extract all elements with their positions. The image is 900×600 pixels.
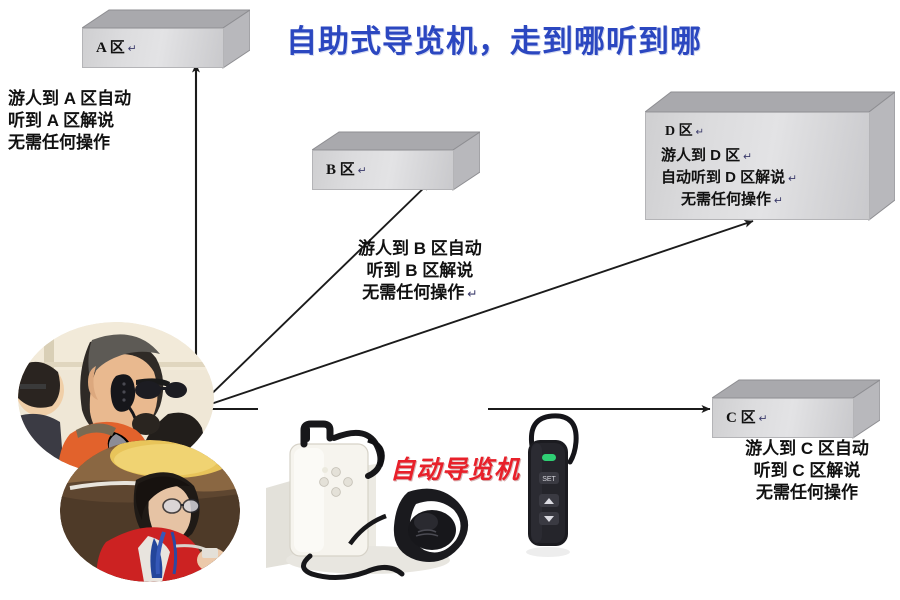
zone-d-line-2-text: 自动听到 D 区解说: [661, 169, 786, 186]
triangle-down-icon: [544, 516, 554, 522]
zone-a-label-text: A 区: [96, 40, 125, 56]
page-title: 自助式导览机，走到哪听到哪: [286, 24, 702, 59]
crlf-icon: ↵: [743, 150, 753, 163]
set-button: [539, 472, 559, 484]
zone-box-c-face: [712, 398, 854, 438]
text-b-line-3-text: 无需任何操作: [362, 283, 465, 303]
text-a-line-3: 无需任何操作: [8, 133, 110, 153]
zone-d-line-2: 自动听到 D 区解说↵: [661, 166, 797, 187]
zone-box-d-shape: [645, 91, 895, 222]
zone-d-line-3: 无需任何操作↵: [681, 188, 783, 209]
status-led-indicator: [542, 454, 556, 461]
text-b-line-1: 游人到 B 区自动: [358, 238, 482, 260]
crlf-icon: ↵: [357, 164, 367, 177]
remote-receiver-device-graphic: SET: [518, 412, 590, 562]
zone-box-b-label: B 区↵: [326, 158, 367, 179]
zone-box-d-label: D 区↵: [665, 120, 704, 140]
zone-d-line-1: 游人到 D 区↵: [661, 144, 752, 165]
audio-guide-device-photo: [258, 408, 488, 583]
zone-box-c-label: C 区↵: [726, 406, 768, 427]
audio-guide-device-graphic: [258, 408, 488, 583]
text-c-line-3: 无需任何操作: [756, 483, 858, 503]
text-b-line-2-text: 听到 B 区解说: [366, 261, 474, 281]
remote-receiver-device-photo: SET: [518, 412, 590, 562]
crlf-icon: ↵: [467, 287, 478, 302]
zone-box-d-face: [645, 112, 870, 220]
zone-box-c[interactable]: C 区↵: [712, 378, 880, 440]
zone-b-label-text: B 区: [326, 162, 355, 178]
triangle-up-icon: [544, 498, 554, 504]
zone-box-b-face: [312, 150, 454, 190]
text-a-line-1: 游人到 A 区自动: [8, 89, 132, 108]
text-c-line-2: 听到 C 区解说: [753, 461, 861, 481]
text-block-zone-c: 游人到 C 区自动 听到 C 区解说 无需任何操作: [722, 438, 892, 504]
crlf-icon: ↵: [758, 412, 768, 425]
text-block-zone-a: 游人到 A 区自动 听到 A 区解说 无需任何操作: [8, 88, 131, 154]
text-b-line-3: 无需任何操作↵: [358, 282, 482, 305]
zone-box-d[interactable]: D 区↵ 游人到 D 区↵ 自动听到 D 区解说↵ 无需任何操作↵: [645, 90, 895, 230]
zone-c-label-text: C 区: [726, 410, 756, 426]
crlf-icon: ↵: [695, 127, 705, 138]
zone-box-b[interactable]: B 区↵: [312, 130, 480, 192]
device-caption: 自动导览机: [390, 456, 521, 484]
zone-box-a-label: A 区↵: [96, 36, 137, 57]
zone-d-line-1-text: 游人到 D 区: [661, 147, 741, 164]
crlf-icon: ↵: [127, 42, 137, 55]
text-block-zone-b: 游人到 B 区自动 听到 B 区解说 无需任何操作↵: [358, 238, 482, 305]
crlf-icon: ↵: [788, 172, 798, 185]
zone-box-a[interactable]: A 区↵: [82, 8, 250, 70]
text-a-line-2: 听到 A 区解说: [8, 111, 115, 131]
text-c-line-1: 游人到 C 区自动: [745, 439, 869, 458]
zone-d-line-3-text: 无需任何操作: [681, 191, 772, 208]
crlf-icon: ↵: [774, 194, 784, 207]
tourist-woman-photo: [60, 440, 240, 582]
text-b-line-2: 听到 B 区解说: [358, 260, 482, 282]
text-b-line-1-text: 游人到 B 区自动: [358, 239, 482, 258]
set-button-label: SET: [542, 476, 556, 483]
zone-d-label-text: D 区: [665, 124, 693, 139]
tourist-woman-photo-graphic: [60, 440, 240, 582]
zone-box-a-face: [82, 28, 224, 68]
zone-box-b-shape: [312, 131, 480, 191]
